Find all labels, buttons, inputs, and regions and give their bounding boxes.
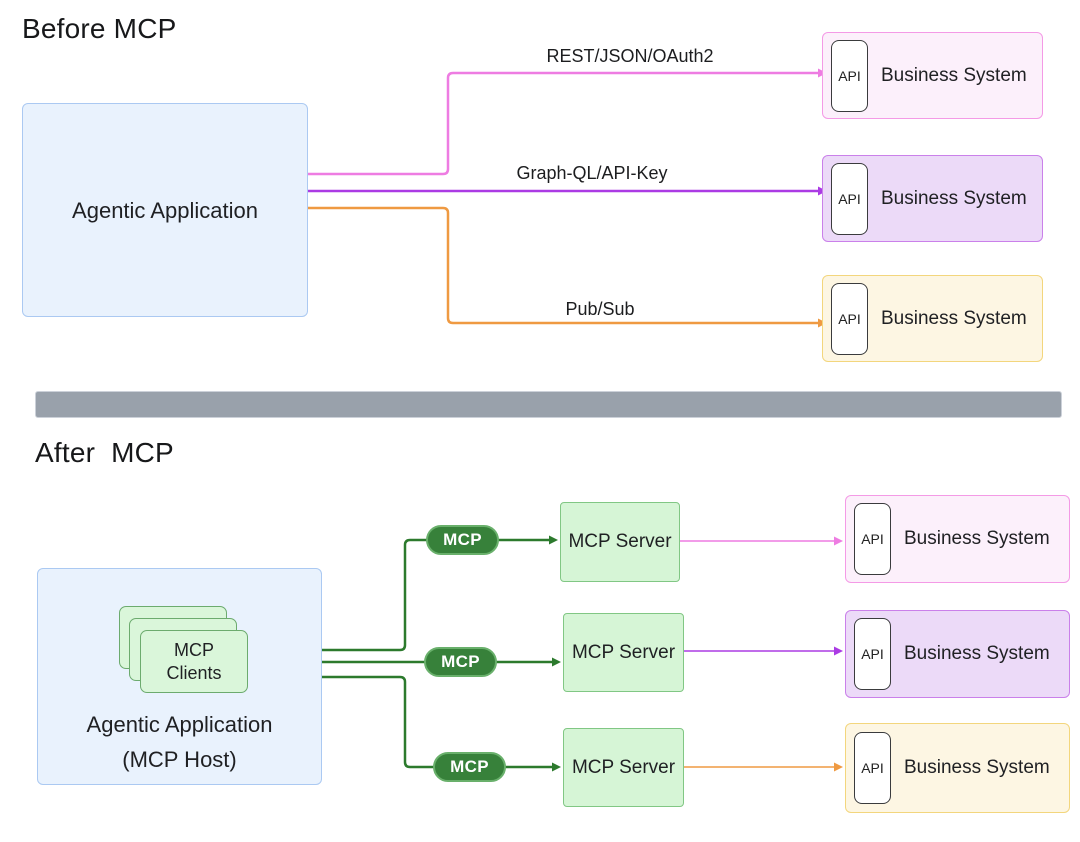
business-system-label: Business System [881,64,1027,86]
mcp-protocol-pill: MCP [426,525,499,555]
mcp-server-box: MCP Server [563,728,684,807]
mcp-client-card-front: MCP Clients [140,630,248,693]
section-divider [35,391,1062,418]
mcp-server-box: MCP Server [560,502,680,582]
business-system-label: Business System [904,528,1050,549]
mcp-host-label-line2: (MCP Host) [122,747,237,772]
mcp-host-label-line1: Agentic Application [86,712,273,737]
api-badge: API [831,162,868,235]
agentic-application-label: Agentic Application [72,197,258,223]
mcp-protocol-pill: MCP [424,647,497,677]
agentic-application-box: Agentic Application [22,103,308,317]
api-badge: API [831,282,868,355]
api-badge: API [854,618,891,690]
business-system-box: API Business System [822,275,1043,362]
business-system-label: Business System [881,187,1027,209]
connection-label-pubsub: Pub/Sub [565,299,635,319]
before-connector-rest [306,68,827,176]
connection-label-rest: REST/JSON/OAuth2 [546,46,714,66]
mcp-protocol-pill: MCP [433,752,506,782]
business-system-box: API Business System [845,723,1070,813]
mcp-host-box: MCP Clients Agentic Application (MCP Hos… [37,568,322,785]
api-badge: API [854,732,891,804]
business-system-box: API Business System [822,155,1043,242]
connection-label-graphql: Graph-QL/API-Key [516,163,668,183]
before-connector-pubsub [306,206,827,328]
business-system-box: API Business System [845,495,1070,583]
business-system-label: Business System [904,757,1050,778]
business-system-box: API Business System [822,32,1043,119]
before-title: Before MCP [22,13,177,44]
api-badge: API [831,39,868,112]
mcp-clients-label: MCP Clients [166,639,222,683]
business-system-label: Business System [904,643,1050,664]
api-badge: API [854,503,891,575]
business-system-label: Business System [881,307,1027,329]
mcp-server-box: MCP Server [563,613,684,692]
after-title: After MCP [35,437,174,468]
mcp-host-label: Agentic Application (MCP Host) [38,707,321,777]
business-system-box: API Business System [845,610,1070,698]
